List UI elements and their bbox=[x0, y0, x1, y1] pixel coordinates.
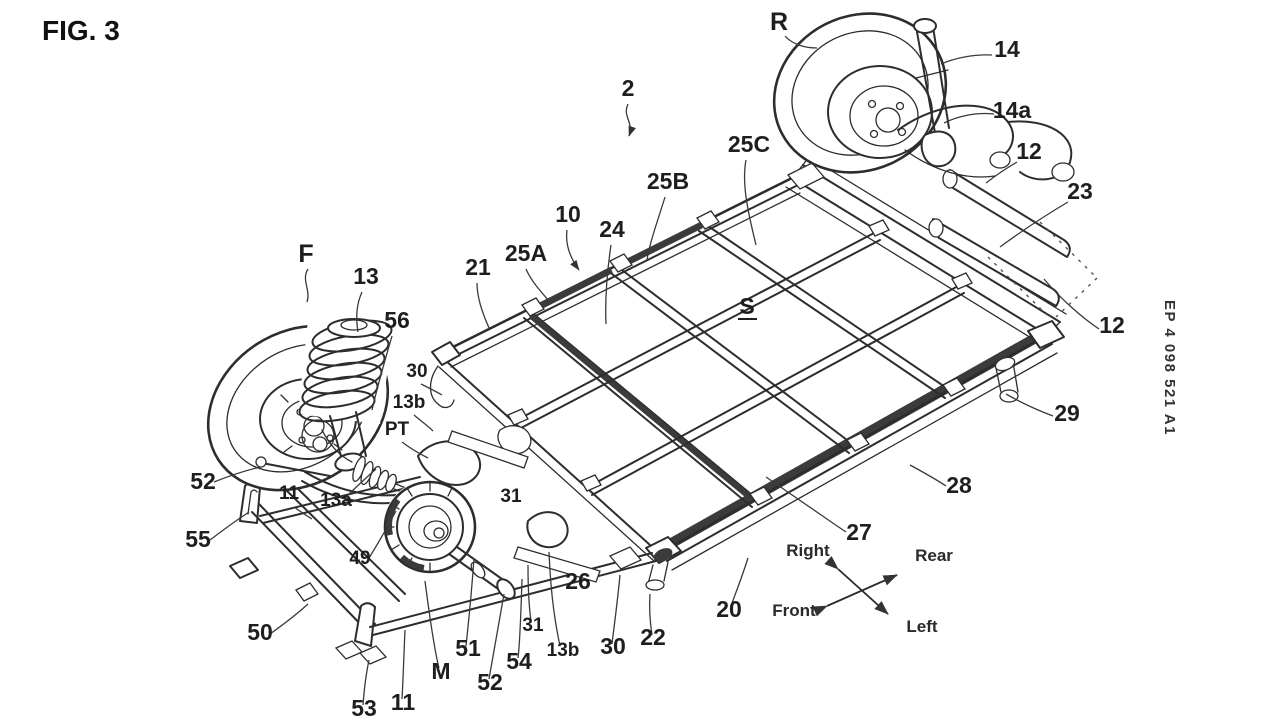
crossmembers bbox=[523, 223, 952, 508]
ref-label-25c: 25C bbox=[728, 131, 770, 157]
compass-label-left: Left bbox=[906, 617, 938, 636]
ref-label-31-lower: 31 bbox=[522, 615, 544, 636]
ref-label-24: 24 bbox=[599, 216, 625, 242]
rear-wheel bbox=[772, 12, 1075, 182]
ref-label-49: 49 bbox=[349, 548, 370, 569]
ref-label-10: 10 bbox=[555, 201, 581, 227]
ref-label-56: 56 bbox=[384, 307, 410, 333]
ref-label-13b-upper: 13b bbox=[393, 392, 426, 413]
ref-label-21: 21 bbox=[465, 254, 491, 280]
ref-label-30-lower: 30 bbox=[600, 633, 626, 659]
front-rear-arrow bbox=[812, 574, 898, 617]
ref-label-12-upper: 12 bbox=[1016, 138, 1042, 164]
compass-label-front: Front bbox=[772, 601, 816, 620]
ref-label-26: 26 bbox=[565, 568, 591, 594]
ref-label-27: 27 bbox=[846, 519, 872, 545]
powertrain-mounts bbox=[417, 425, 643, 583]
right-left-arrow bbox=[824, 555, 889, 615]
ref-label-11-bottom: 11 bbox=[391, 689, 416, 715]
frame-corners bbox=[429, 320, 1065, 591]
ref-label-r: R bbox=[770, 8, 788, 36]
ref-label-52-bottom: 52 bbox=[477, 669, 503, 695]
ref-label-2: 2 bbox=[622, 75, 635, 101]
ref-label-25a: 25A bbox=[505, 240, 547, 266]
stringers bbox=[514, 231, 965, 496]
orientation-compass: Right Rear Front Left bbox=[772, 541, 953, 636]
leader-lines bbox=[209, 35, 1100, 706]
ref-label-13b-lower: 13b bbox=[547, 640, 580, 661]
ref-label-23: 23 bbox=[1067, 178, 1093, 204]
ref-label-30-upper: 30 bbox=[406, 361, 427, 382]
ref-label-25b: 25B bbox=[647, 168, 689, 194]
ref-label-14a: 14a bbox=[993, 97, 1032, 123]
compass-label-rear: Rear bbox=[915, 546, 953, 565]
ref-label-51: 51 bbox=[455, 635, 481, 661]
ref-label-29: 29 bbox=[1054, 400, 1080, 426]
ref-label-50: 50 bbox=[247, 619, 273, 645]
ref-label-22: 22 bbox=[640, 624, 666, 650]
front-suspension bbox=[255, 318, 431, 505]
ref-label-28: 28 bbox=[946, 472, 972, 498]
ref-label-54: 54 bbox=[506, 648, 532, 674]
ref-label-12-lower: 12 bbox=[1099, 312, 1125, 338]
ref-label-f: F bbox=[298, 240, 313, 268]
ref-label-14: 14 bbox=[994, 36, 1020, 62]
figure-title: FIG. 3 bbox=[42, 15, 120, 46]
motor-unit bbox=[383, 480, 516, 600]
frame-brackets bbox=[507, 162, 973, 506]
ref-label-13: 13 bbox=[353, 263, 379, 289]
ref-label-55: 55 bbox=[185, 526, 211, 552]
ref-label-52-left: 52 bbox=[190, 468, 216, 494]
compass-label-right: Right bbox=[786, 541, 830, 560]
ref-label-pt: PT bbox=[385, 419, 410, 440]
rear-arms bbox=[928, 169, 1098, 318]
ref-label-11-left: 11 bbox=[279, 483, 300, 504]
ref-label-m: M bbox=[431, 658, 450, 684]
rear-shock bbox=[913, 18, 950, 134]
coil-spring bbox=[298, 318, 393, 423]
patent-number-sidebar: EP 4 098 521 A1 bbox=[1161, 300, 1178, 436]
ref-label-31-upper: 31 bbox=[500, 486, 522, 507]
front-subframe bbox=[229, 476, 657, 665]
ref-label-20: 20 bbox=[716, 596, 742, 622]
cv-boot bbox=[352, 456, 397, 493]
rear-trailing-arm bbox=[897, 104, 1075, 182]
platform-frame bbox=[429, 156, 1067, 591]
ref-label-53: 53 bbox=[351, 695, 377, 721]
ref-label-13a: 13a bbox=[320, 490, 352, 511]
ref-label-s: S bbox=[739, 293, 754, 319]
reference-labels: FIG. 3 EP 4 098 521 A1 2 R 14 14a 25C 25… bbox=[42, 8, 1178, 721]
